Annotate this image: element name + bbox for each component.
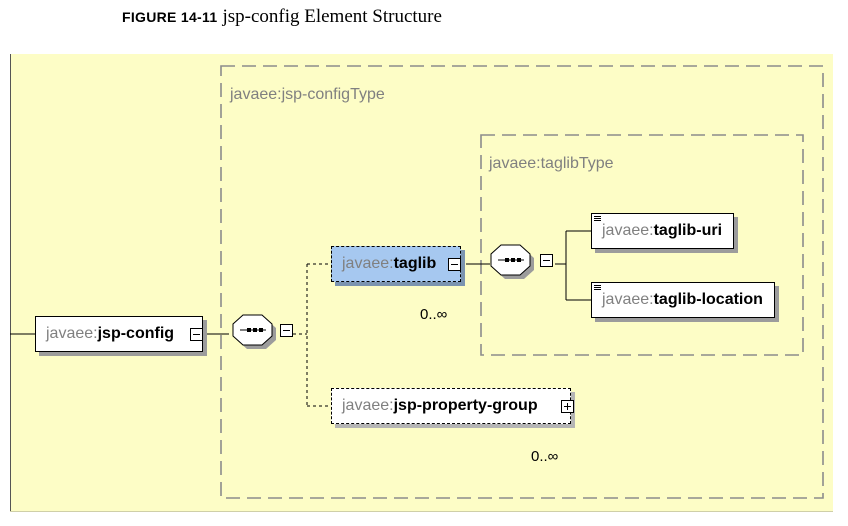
- collapse-icon[interactable]: [448, 258, 461, 271]
- jsp-config-type-label: javaee:jsp-configType: [230, 86, 385, 103]
- text-content-icon: [594, 285, 601, 291]
- text-content-icon: [594, 216, 601, 222]
- element-name: jsp-config: [97, 325, 175, 342]
- canvas-left-border: [10, 54, 11, 512]
- sequence-compositor-icon: [232, 314, 276, 349]
- taglib-cardinality: 0..∞: [420, 306, 448, 323]
- collapse-icon[interactable]: [280, 324, 293, 337]
- jsp-property-group-element[interactable]: javaee:jsp-property-group: [331, 388, 571, 424]
- element-namespace: javaee:: [46, 325, 98, 342]
- collapse-icon[interactable]: [540, 254, 553, 267]
- element-namespace: javaee:: [602, 291, 654, 308]
- sequence-compositor-icon: [490, 244, 534, 279]
- taglib-location-element[interactable]: javaee:taglib-location: [591, 282, 775, 318]
- expand-icon[interactable]: [561, 400, 574, 413]
- taglib-type-label: javaee:taglibType: [489, 155, 614, 172]
- jsp-property-group-cardinality: 0..∞: [531, 448, 559, 465]
- element-name: taglib: [393, 255, 437, 272]
- taglib-uri-element[interactable]: javaee:taglib-uri: [591, 213, 734, 249]
- element-namespace: javaee:: [342, 255, 394, 272]
- jsp-config-type-boundary: [220, 65, 824, 499]
- taglib-type-boundary: [480, 134, 804, 356]
- element-name: jsp-property-group: [393, 397, 538, 414]
- figure-title: jsp-config Element Structure: [222, 6, 442, 27]
- element-name: taglib-location: [653, 291, 763, 308]
- collapse-icon[interactable]: [190, 328, 203, 341]
- figure-number: FIGURE 14-11: [122, 9, 218, 25]
- jsp-config-element[interactable]: javaee:jsp-config: [35, 316, 203, 352]
- element-name: taglib-uri: [653, 222, 723, 239]
- canvas-bottom-border: [10, 511, 833, 512]
- element-namespace: javaee:: [602, 222, 654, 239]
- element-namespace: javaee:: [342, 397, 394, 414]
- figure-caption: FIGURE 14-11 jsp-config Element Structur…: [122, 6, 442, 30]
- taglib-element[interactable]: javaee:taglib: [331, 246, 461, 282]
